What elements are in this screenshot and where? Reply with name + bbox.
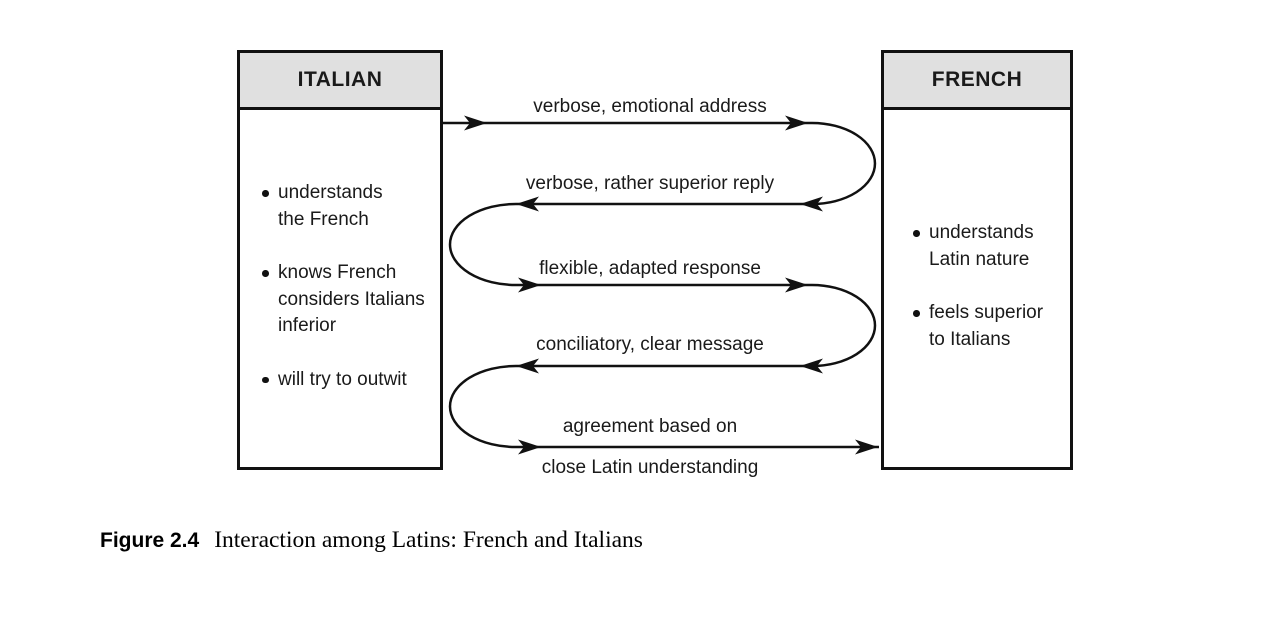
arrowhead-left-icon bbox=[800, 358, 823, 374]
figure-caption-title: Interaction among Latins: French and Ita… bbox=[214, 527, 643, 553]
arrowhead-right-icon bbox=[785, 277, 808, 293]
arrowhead-left-icon bbox=[516, 196, 539, 212]
figure-caption-number: Figure 2.4 bbox=[100, 529, 200, 552]
italian-box: ITALIAN understands the French knows Fre… bbox=[237, 50, 443, 470]
message-label-1: verbose, emotional address bbox=[533, 96, 767, 117]
arrowhead-right-icon bbox=[518, 439, 541, 455]
message-label-5-line2: close Latin understanding bbox=[541, 457, 759, 478]
message-label-4: conciliatory, clear message bbox=[536, 334, 764, 355]
list-item: understands Latin nature bbox=[912, 220, 1066, 273]
list-item: feels superior to Italians bbox=[912, 300, 1066, 353]
italian-bullet-list: understands the French knows French cons… bbox=[261, 180, 434, 420]
list-item: understands the French bbox=[261, 180, 434, 233]
italian-box-header: ITALIAN bbox=[240, 53, 440, 110]
french-box: FRENCH understands Latin nature feels su… bbox=[881, 50, 1073, 470]
arrowhead-right-icon bbox=[855, 439, 878, 455]
message-label-2: verbose, rather superior reply bbox=[525, 173, 775, 194]
arrowhead-right-icon bbox=[785, 115, 808, 131]
figure-caption: Figure 2.4 Interaction among Latins: Fren… bbox=[100, 527, 643, 554]
arrowhead-right-icon bbox=[518, 277, 541, 293]
list-item: knows French considers Italians inferior bbox=[261, 260, 434, 340]
arrowhead-right-icon bbox=[464, 115, 487, 131]
french-box-title: FRENCH bbox=[931, 68, 1023, 91]
arrowhead-left-icon bbox=[516, 358, 539, 374]
arrowhead-left-icon bbox=[800, 196, 823, 212]
french-bullet-list: understands Latin nature feels superior … bbox=[912, 220, 1066, 380]
italian-box-title: ITALIAN bbox=[297, 68, 383, 91]
message-label-5-line1: agreement based on bbox=[562, 416, 738, 437]
list-item: will try to outwit bbox=[261, 367, 434, 394]
flow-path bbox=[443, 121, 879, 449]
french-box-header: FRENCH bbox=[884, 53, 1070, 110]
message-label-3: flexible, adapted response bbox=[539, 258, 761, 279]
